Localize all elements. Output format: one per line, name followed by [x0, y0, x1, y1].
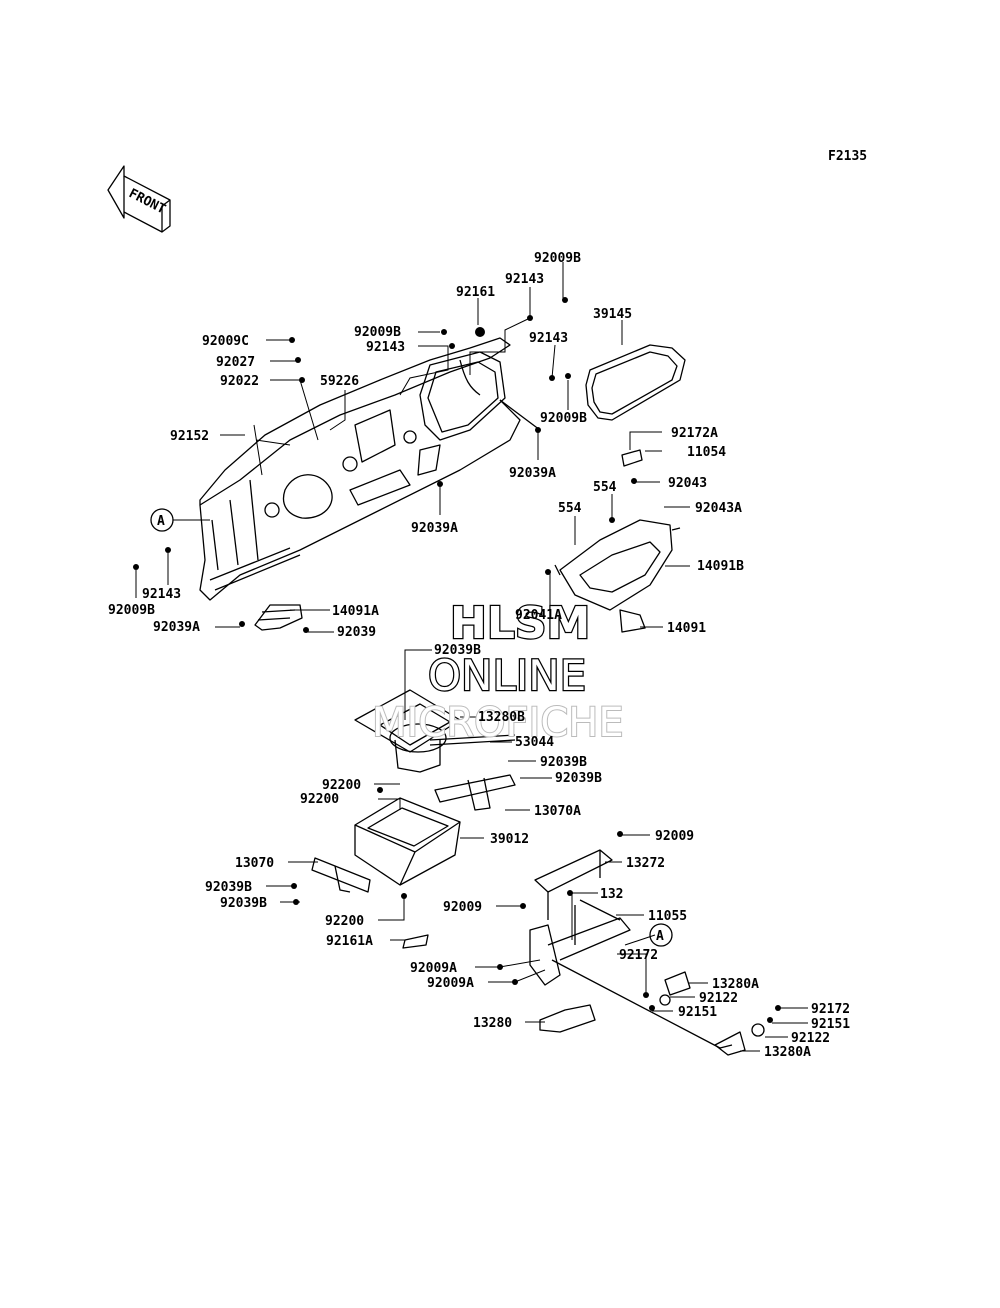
leader-lines	[135, 262, 808, 1052]
part-label: 92009C	[202, 334, 249, 349]
part-label: 13272	[626, 856, 665, 871]
part-label: 92043A	[695, 501, 742, 516]
part-label: 13280A	[764, 1045, 811, 1060]
part-label: 92043	[668, 476, 707, 491]
part-label: 14091	[667, 621, 706, 636]
part-label: 92143	[142, 587, 181, 602]
figure-code: F2135	[828, 149, 867, 164]
part-label: 11055	[648, 909, 687, 924]
part-label: 92039	[337, 625, 376, 640]
lower-bracket-drawing	[529, 849, 765, 1056]
part-label: 13070A	[534, 804, 581, 819]
part-label: 92151	[811, 1017, 850, 1032]
part-label: 13280A	[712, 977, 759, 992]
part-label: 53044	[515, 735, 554, 750]
part-label: 92039A	[509, 466, 556, 481]
part-label: 14091B	[697, 559, 744, 574]
part-label: 11054	[687, 445, 726, 460]
part-label: 92143	[529, 331, 568, 346]
part-label: 92161	[456, 285, 495, 300]
front-arrow-label: FRONT	[126, 186, 168, 217]
pad-92161a-drawing	[402, 934, 429, 949]
part-label: 92122	[791, 1031, 830, 1046]
part-label: 92172	[811, 1002, 850, 1017]
part-label: 92009	[655, 829, 694, 844]
part-label: 92041A	[515, 608, 562, 623]
watermark: HLSM ONLINE MICROFICHE	[371, 597, 625, 747]
watermark-line3: MICROFICHE	[372, 700, 624, 746]
bracket-14091a-drawing	[254, 604, 303, 631]
part-label: 92022	[220, 374, 259, 389]
part-label: 92122	[699, 991, 738, 1006]
part-label: 92009B	[534, 251, 581, 266]
part-label: 92200	[325, 914, 364, 929]
part-label: 92039B	[540, 755, 587, 770]
part-label: 92027	[216, 355, 255, 370]
box-39012-drawing	[354, 797, 461, 886]
part-label: 92039B	[434, 643, 481, 658]
part-label: 39145	[593, 307, 632, 322]
watermark-line2: ONLINE	[428, 651, 586, 700]
part-label: 92172	[619, 948, 658, 963]
part-label: 92009B	[354, 325, 401, 340]
part-label: 92200	[322, 778, 361, 793]
part-label: 92143	[366, 340, 405, 355]
part-label: 92039B	[555, 771, 602, 786]
part-label: 92200	[300, 792, 339, 807]
part-label: 92143	[505, 272, 544, 287]
callout-a-left-label: A	[157, 514, 165, 529]
part-label: 92009A	[410, 961, 457, 976]
part-label: 92151	[678, 1005, 717, 1020]
part-label: 92172A	[671, 426, 718, 441]
part-label: 554	[558, 501, 582, 516]
part-label: 92039B	[205, 880, 252, 895]
part-label: 13280	[473, 1016, 512, 1031]
part-label: 39012	[490, 832, 529, 847]
part-label: 13280B	[478, 710, 525, 725]
brackets-13070-drawing	[311, 774, 516, 893]
callout-a-right: A	[649, 923, 673, 947]
part-labels: 92009B 92143 92161 39145 92009C 92009B 9…	[108, 251, 850, 1060]
part-label: 132	[600, 887, 623, 902]
part-label: 59226	[320, 374, 359, 389]
dash-panel-drawing	[199, 337, 541, 601]
part-label: 92009B	[108, 603, 155, 618]
part-label: 554	[593, 480, 617, 495]
part-label: 92009	[443, 900, 482, 915]
part-label: 92039B	[220, 896, 267, 911]
cover-13280b-drawing	[354, 689, 516, 773]
part-label: 92039A	[153, 620, 200, 635]
part-label: 92039A	[411, 521, 458, 536]
part-label: 92009B	[540, 411, 587, 426]
part-label: 92152	[170, 429, 209, 444]
watermark-line1: HLSM	[450, 598, 590, 649]
part-label: 92009A	[427, 976, 474, 991]
glovebox-lid-drawing	[554, 449, 681, 633]
callout-a-right-label: A	[656, 929, 664, 944]
callout-a-left: A	[150, 508, 174, 532]
part-label: 14091A	[332, 604, 379, 619]
seal-39145-drawing	[585, 344, 686, 421]
part-label: 92161A	[326, 934, 373, 949]
part-label: 13070	[235, 856, 274, 871]
front-arrow-icon: FRONT	[107, 165, 171, 233]
